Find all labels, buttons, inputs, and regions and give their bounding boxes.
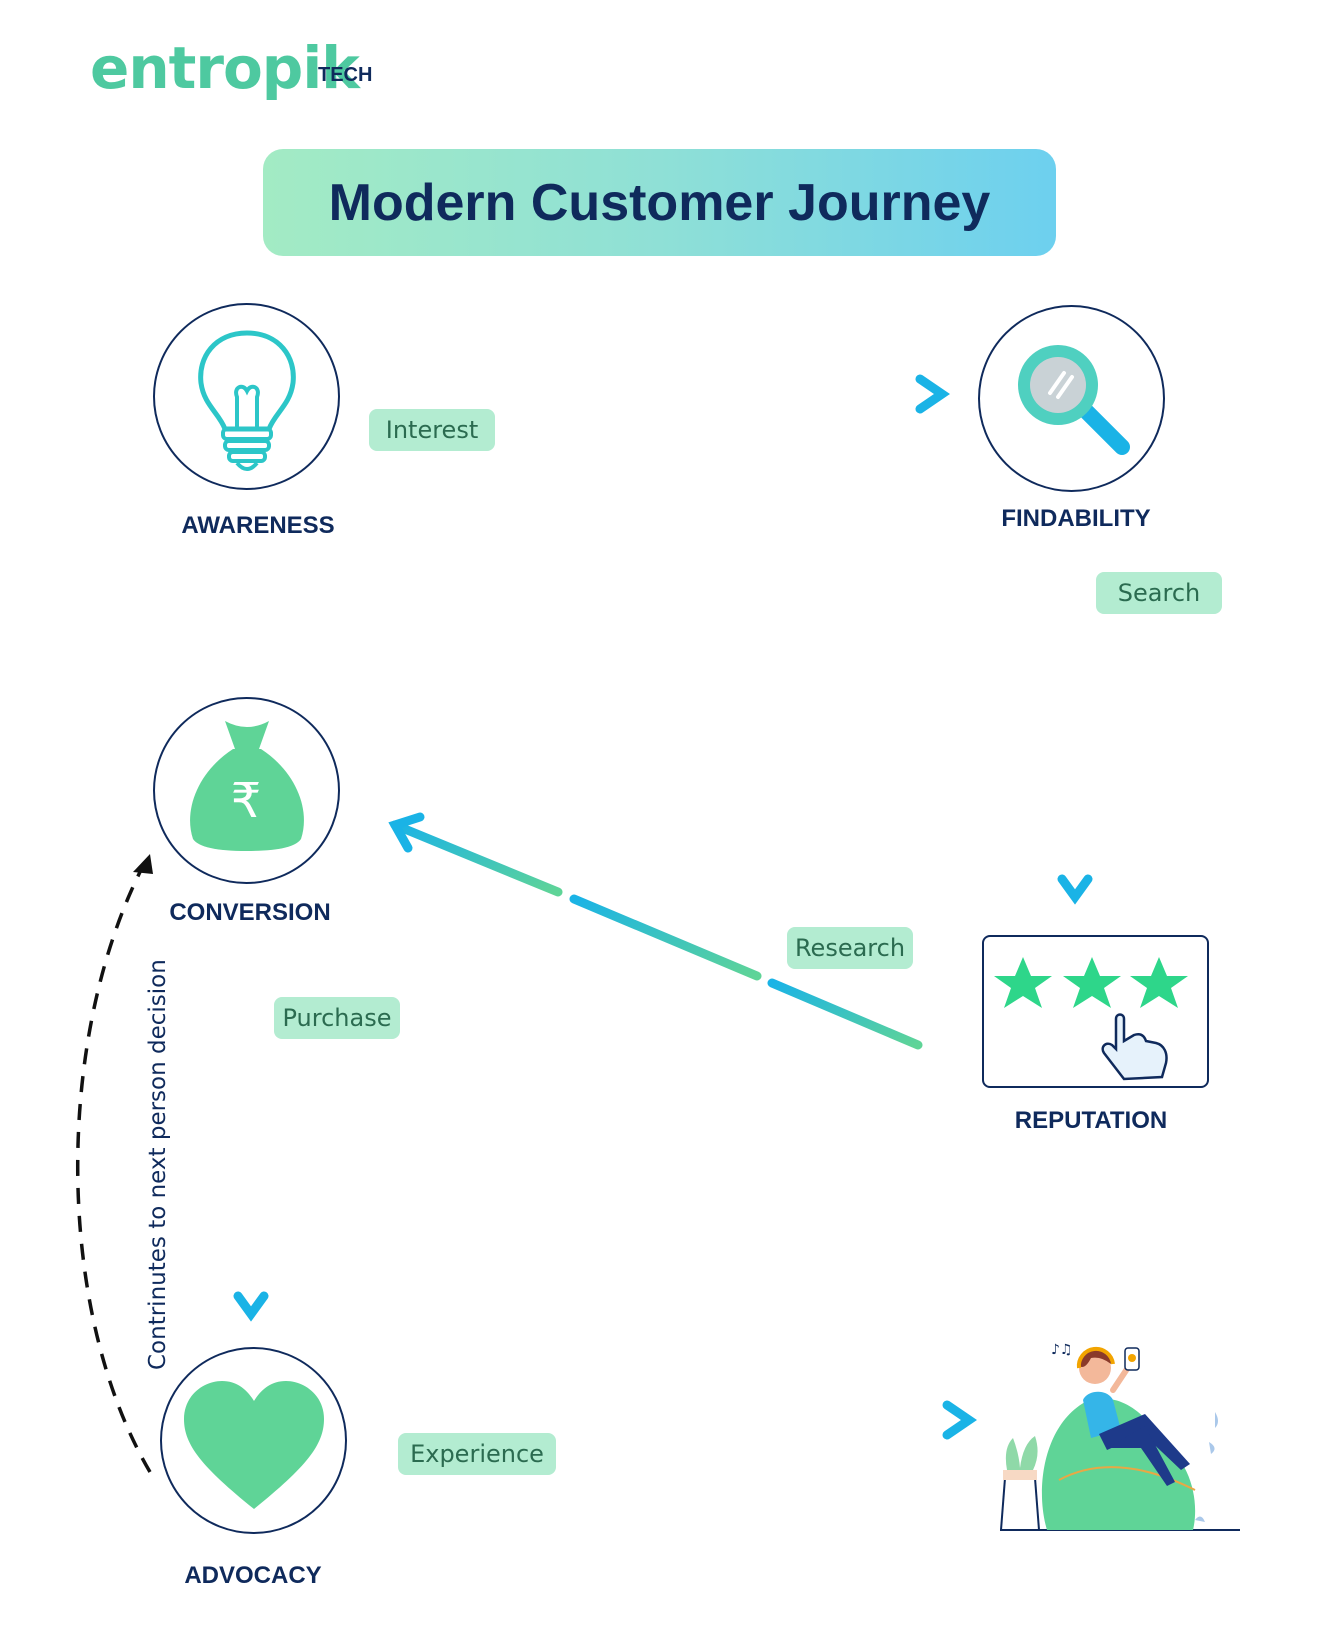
search-pill: Search — [1096, 572, 1222, 614]
findability-label: FINDABILITY — [1001, 505, 1151, 532]
logo-main-text: entropik — [90, 34, 360, 102]
heart-icon — [184, 1381, 324, 1509]
purchase-pill: Purchase — [274, 997, 400, 1039]
loop-back-arrow — [76, 854, 153, 1473]
search-arrow — [1057, 560, 1093, 905]
interest-arrow — [372, 374, 950, 414]
findability-circle — [978, 305, 1165, 492]
money-bag-icon: ₹ — [190, 721, 304, 851]
conversion-label: CONVERSION — [169, 899, 331, 926]
advocacy-label: ADVOCACY — [184, 1562, 322, 1589]
purchase-arrow — [233, 974, 269, 1322]
magnifier-icon — [1018, 345, 1130, 455]
lightbulb-icon — [198, 330, 296, 471]
advocacy-circle — [160, 1347, 347, 1534]
svg-text:♪♫: ♪♫ — [1051, 1342, 1073, 1358]
reputation-box — [982, 935, 1209, 1088]
page-title: Modern Customer Journey — [328, 173, 991, 232]
experience-pill: Experience — [398, 1433, 556, 1475]
experience-arrow — [400, 1400, 977, 1440]
research-arrow — [388, 812, 923, 1050]
title-banner: Modern Customer Journey — [263, 149, 1056, 256]
reputation-label: REPUTATION — [1014, 1107, 1168, 1134]
interest-pill: Interest — [369, 409, 495, 451]
logo-sub-text: TECH — [318, 64, 373, 86]
loop-note: Contrinutes to next person decision — [145, 959, 171, 1370]
svg-text:₹: ₹ — [231, 773, 262, 829]
customer-relaxing-icon: ♪♫ — [1000, 1342, 1240, 1531]
conversion-circle: ₹ — [153, 697, 340, 884]
happy-customer-illustration: ♪♫ — [995, 1330, 1255, 1540]
rating-stars-icon — [994, 957, 1188, 1081]
research-pill: Research — [787, 927, 913, 969]
awareness-label: AWARENESS — [181, 512, 335, 539]
awareness-circle — [153, 303, 340, 490]
